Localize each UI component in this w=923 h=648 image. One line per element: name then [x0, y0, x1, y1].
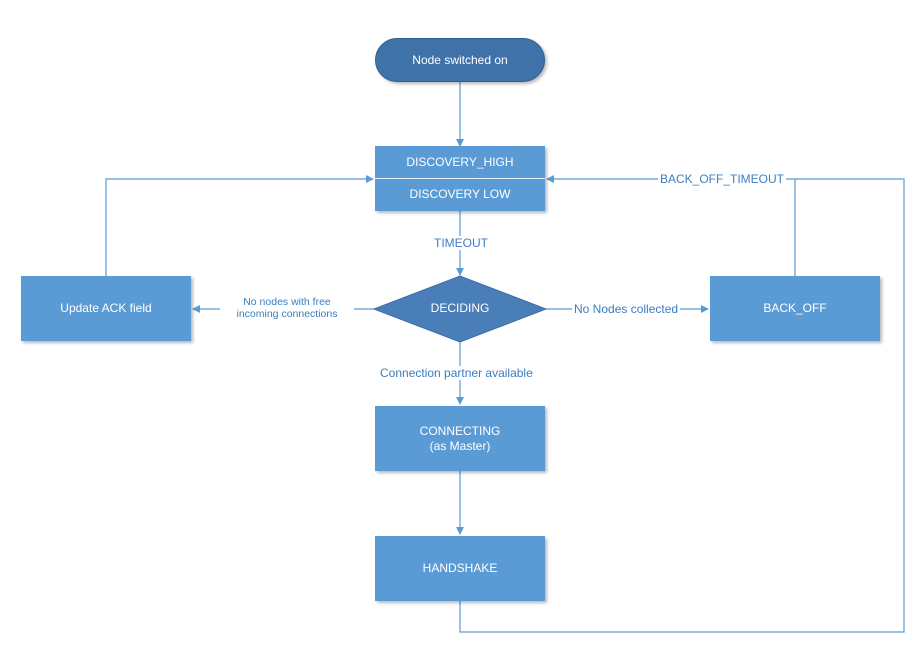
update-ack-label: Update ACK field	[60, 301, 152, 315]
start-node-label: Node switched on	[412, 52, 508, 67]
discovery-high-label: DISCOVERY_HIGH	[406, 154, 514, 169]
start-node: Node switched on	[375, 38, 545, 82]
back-off-label: BACK_OFF	[763, 301, 827, 315]
connecting-label: CONNECTING	[419, 423, 501, 438]
arrow-update-ack-to-discovery	[105, 175, 374, 276]
arrow-back-off-to-discovery	[546, 175, 796, 276]
partner-available-label: Connection partner available	[378, 366, 535, 380]
discovery-low-label: DISCOVERY LOW	[409, 187, 511, 201]
update-ack-node: Update ACK field	[21, 276, 191, 341]
no-free-connections-line2: incoming connections	[236, 308, 338, 320]
connecting-node: CONNECTING (as Master)	[375, 406, 545, 471]
back-off-node: BACK_OFF	[710, 276, 880, 341]
discovery-divider	[375, 178, 545, 179]
connecting-sublabel: (as Master)	[429, 438, 491, 453]
handshake-label: HANDSHAKE	[422, 561, 498, 575]
no-nodes-collected-label: No Nodes collected	[572, 302, 681, 316]
no-free-connections-line1: No nodes with free	[243, 296, 331, 308]
discovery-node: DISCOVERY_HIGH DISCOVERY LOW	[375, 146, 545, 211]
back-off-timeout-label: BACK_OFF_TIMEOUT	[658, 172, 787, 186]
no-free-connections-label: No nodes with free incoming connections	[220, 296, 354, 320]
deciding-label: DECIDING	[430, 301, 490, 315]
arrow-handshake-to-discovery	[459, 178, 905, 633]
deciding-diamond	[372, 275, 548, 343]
handshake-node: HANDSHAKE	[375, 536, 545, 601]
timeout-label: TIMEOUT	[432, 236, 490, 250]
